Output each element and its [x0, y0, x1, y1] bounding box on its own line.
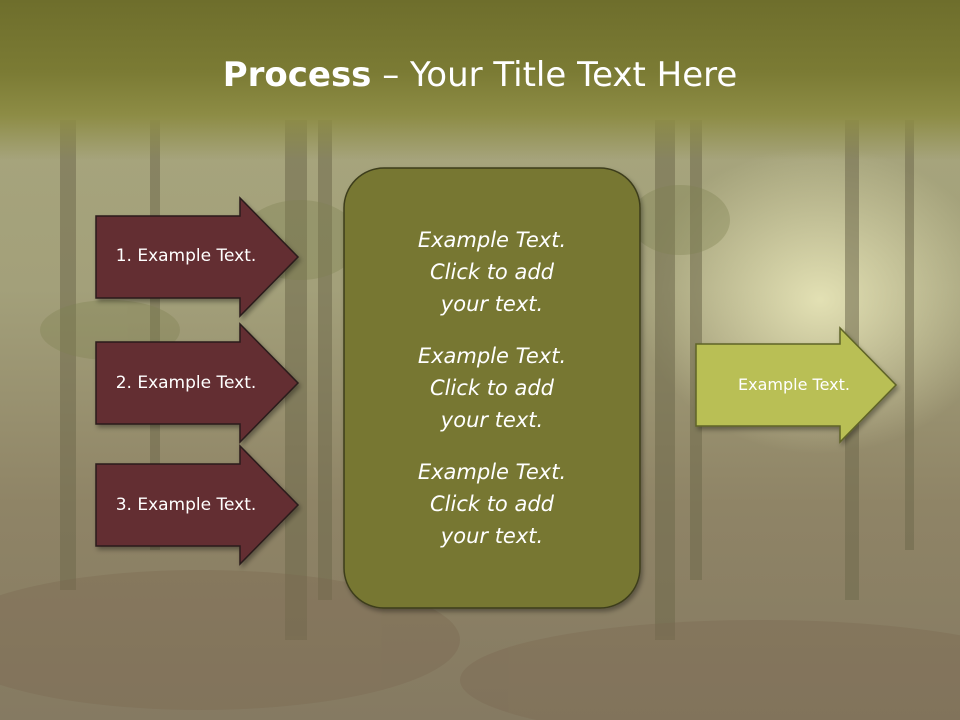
right-arrow[interactable] [695, 326, 898, 444]
center-item-line: Example Text. [417, 228, 567, 252]
center-item-2: Example Text. Click to add your text. [362, 340, 622, 436]
left-arrow-1[interactable] [95, 196, 300, 318]
center-item-line: Example Text. [417, 460, 567, 484]
center-item-1: Example Text. Click to add your text. [362, 224, 622, 320]
center-item-line: your text. [440, 292, 544, 316]
title-rest: – Your Title Text Here [371, 55, 738, 95]
left-arrow-1-label: 1. Example Text. [115, 246, 257, 266]
center-box-shape[interactable] [343, 167, 641, 609]
center-item-line: Click to add [429, 492, 554, 516]
center-item-3: Example Text. Click to add your text. [362, 456, 622, 552]
center-item-line: Click to add [429, 260, 554, 284]
left-arrow-2-label: 2. Example Text. [115, 373, 257, 393]
center-item-line: Click to add [429, 376, 554, 400]
center-item-line: your text. [440, 524, 544, 548]
center-box: Example Text. Click to add your text. Ex… [344, 168, 640, 608]
center-item-line: your text. [440, 408, 544, 432]
left-arrow-3-label: 3. Example Text. [115, 495, 257, 515]
title-bold: Process [222, 55, 372, 95]
title-band [0, 0, 960, 160]
left-arrow-3[interactable] [95, 444, 300, 566]
center-item-line: Example Text. [417, 344, 567, 368]
slide-title[interactable]: Process – Your Title Text Here [0, 52, 960, 98]
left-arrow-2[interactable] [95, 322, 300, 444]
right-arrow-label: Example Text. [738, 375, 850, 394]
